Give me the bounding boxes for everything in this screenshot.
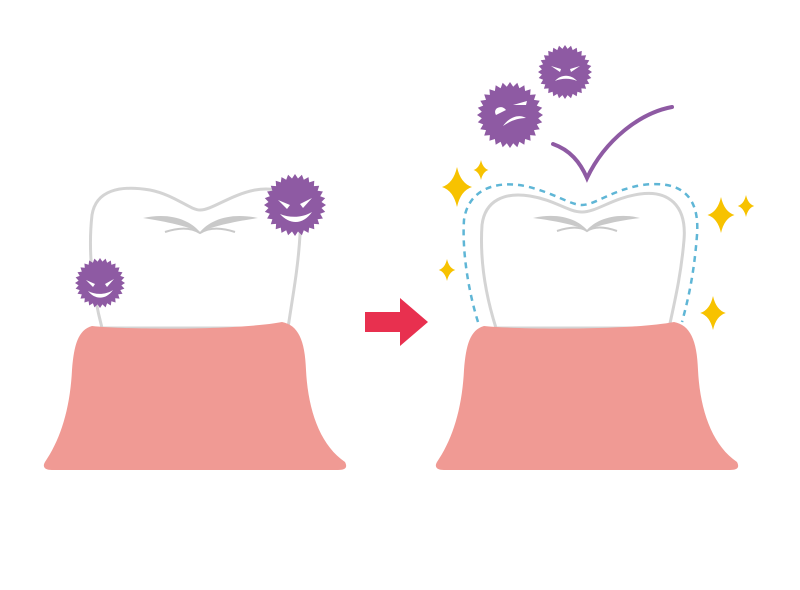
tooth-groove-before [143,215,258,232]
sparkle-shape [707,197,735,233]
germ-icon [75,258,125,308]
arrow-right-icon [365,298,428,346]
tooth-crown-before [88,186,302,330]
tooth-after [435,45,755,470]
sparkle-shape [438,259,456,281]
sparkle-shape [442,167,472,207]
tooth-groove-after-2 [556,226,618,233]
germ-face-evil [278,198,312,223]
germ-body [538,45,592,99]
sparkle-icon [707,197,735,233]
sparkle-icon [700,296,726,330]
germ-face-sad [495,101,527,126]
gum-before [43,322,347,470]
dashed-clean-outline [462,182,699,323]
germ-body [477,82,543,148]
tooth-groove-after [533,215,640,230]
sparkle-icon [737,195,755,217]
germ-face-evil [86,279,114,298]
gum-after [435,322,739,470]
sparkle-shape [473,160,489,180]
sparkle-shape [737,195,755,217]
tooth-before [43,174,347,470]
germ-icon [264,174,326,236]
sparkle-shape [700,296,726,330]
germ-icon [538,45,592,99]
tooth-groove-before-2 [164,227,236,235]
germ-body [75,258,125,308]
tooth-crown-after [480,191,686,330]
checkmark-icon [551,105,674,183]
sparkle-icon [442,167,472,207]
sparkle-icon [473,160,489,180]
germ-icon [477,82,543,148]
sparkle-icon [438,259,456,281]
germ-face-sad [551,66,580,81]
germ-body [264,174,326,236]
